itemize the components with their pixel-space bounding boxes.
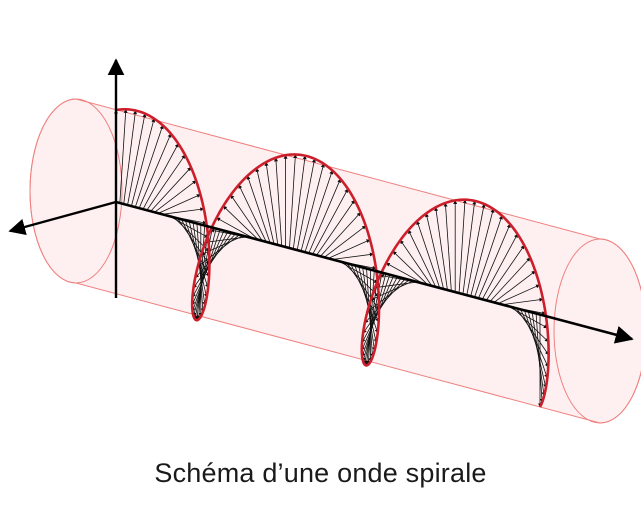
field-vector: [146, 154, 186, 211]
field-vector: [466, 203, 486, 296]
field-vector: [512, 307, 549, 343]
field-vector: [470, 208, 495, 297]
field-vector: [205, 236, 248, 244]
field-vector: [304, 170, 334, 253]
field-vector: [158, 194, 201, 214]
cylinder-left-end: [29, 98, 123, 284]
helix-curve: [115, 107, 550, 408]
field-vector: [150, 167, 192, 212]
field-vector: [362, 277, 402, 334]
field-vector: [197, 234, 240, 267]
field-vector: [292, 155, 307, 250]
field-vector: [458, 199, 467, 294]
field-vector: [134, 124, 164, 208]
field-vector: [416, 220, 441, 289]
field-vector: [308, 178, 341, 254]
field-vector: [497, 284, 540, 305]
field-vector: [300, 163, 325, 252]
field-vector: [138, 133, 172, 209]
field-vector: [331, 252, 374, 260]
field-vector: [238, 184, 267, 243]
field-vector: [264, 161, 279, 246]
field-vector: [289, 154, 298, 249]
field-vector: [361, 274, 391, 358]
field-vector: [364, 278, 406, 324]
field-vector: [142, 143, 179, 210]
cylinder-right-end: [553, 238, 641, 424]
field-vector: [501, 297, 544, 306]
field-vector: [191, 229, 221, 312]
field-vector: [216, 217, 255, 240]
field-vector: [323, 225, 367, 258]
field-vector: [255, 167, 275, 245]
field-vector: [425, 213, 445, 290]
field-vector: [274, 157, 283, 247]
field-vector: [367, 279, 410, 313]
field-vector: [162, 207, 205, 215]
field-vector: [230, 194, 263, 242]
field-vector: [366, 268, 375, 358]
field-vector: [366, 270, 375, 365]
field-vector: [127, 113, 147, 206]
field-vector: [194, 233, 236, 279]
field-vector: [531, 312, 546, 397]
field-vector: [493, 270, 536, 303]
diagram-caption: Schéma d’une onde spirale: [154, 458, 487, 488]
field-vector: [123, 110, 138, 205]
field-vector: [462, 200, 477, 295]
field-vector: [196, 225, 206, 320]
field-vector: [535, 313, 544, 403]
field-vector: [327, 239, 371, 259]
field-vector: [312, 188, 349, 255]
field-vector: [481, 233, 518, 300]
field-vector: [296, 158, 316, 251]
field-vector: [119, 108, 128, 204]
field-vector: [374, 281, 417, 290]
field-vector: [131, 118, 156, 207]
field-vector: [319, 212, 361, 257]
field-vector: [443, 202, 452, 292]
field-vector: [485, 245, 525, 301]
field-vector: [192, 228, 217, 317]
field-vector: [408, 229, 437, 288]
field-vector: [222, 205, 259, 241]
field-vector: [474, 215, 503, 298]
field-vector: [316, 199, 355, 256]
field-vector: [489, 257, 531, 302]
field-vector: [196, 223, 205, 313]
coordinate-axes: [8, 58, 634, 344]
field-vector: [385, 262, 425, 285]
field-vector: [246, 175, 271, 244]
depth-axis: [8, 200, 117, 236]
field-vector: [434, 206, 448, 291]
field-vector: [477, 223, 511, 299]
field-vector: [400, 239, 433, 287]
field-vector: [392, 250, 429, 286]
propagation-axis: [115, 200, 634, 344]
field-vector: [362, 273, 387, 362]
field-vector: [193, 232, 232, 289]
field-vector: [154, 180, 197, 213]
